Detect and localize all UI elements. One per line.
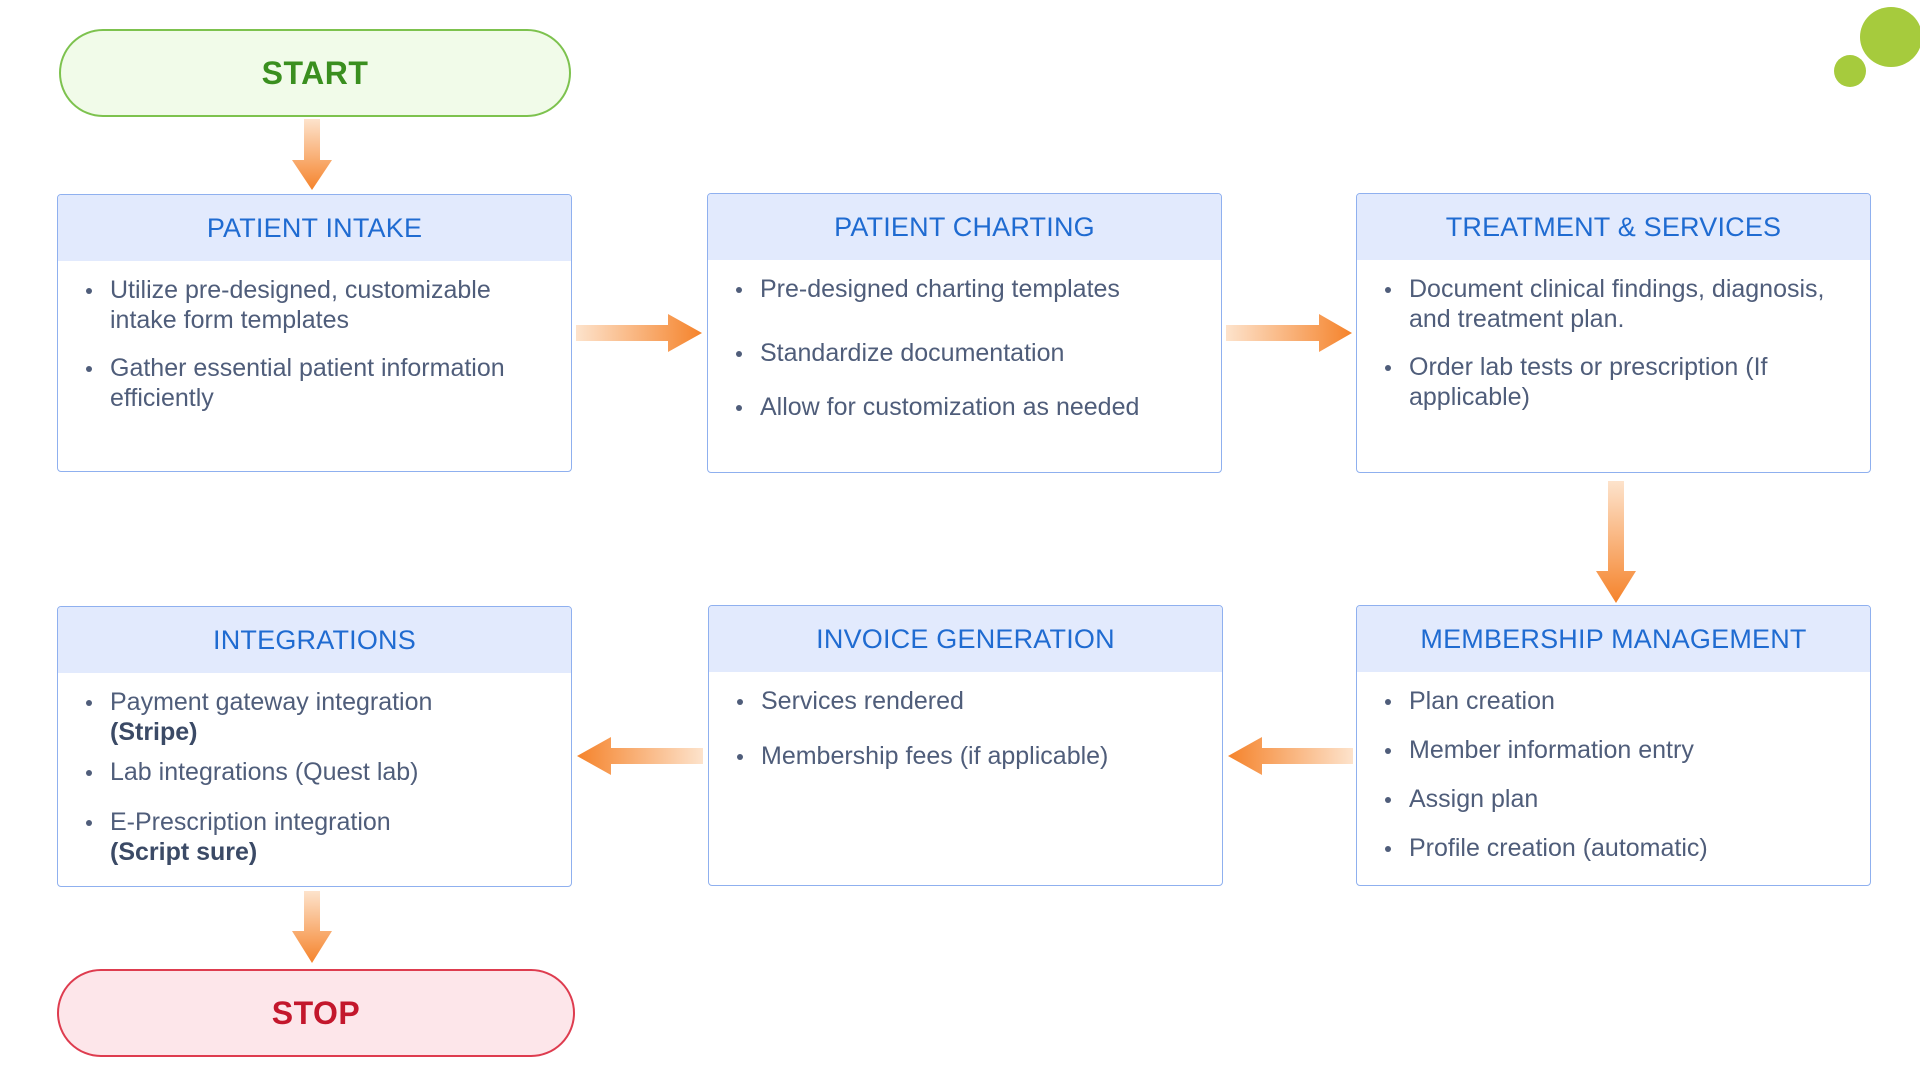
stop-node: STOP — [57, 969, 575, 1057]
arrow-charting-to-treatment — [1226, 314, 1352, 352]
decorative-dot-large — [1860, 7, 1920, 67]
step-item: Member information entry — [1385, 735, 1846, 765]
arrow-intake-to-charting — [576, 314, 702, 352]
step-invoice-generation: INVOICE GENERATION Services rendered Mem… — [708, 605, 1223, 886]
step-treatment-services: TREATMENT & SERVICES Document clinical f… — [1356, 193, 1871, 473]
step-item: Profile creation (automatic) — [1385, 833, 1846, 863]
step-item: Pre-designed charting templates — [736, 274, 1197, 304]
step-item-text: Payment gateway integration — [110, 688, 433, 716]
step-item: Order lab tests or prescription (If appl… — [1385, 352, 1846, 412]
step-item: Lab integrations (Quest lab) — [86, 757, 547, 787]
step-items: Pre-designed charting templates Standard… — [708, 260, 1221, 422]
step-item: Document clinical findings, diagnosis, a… — [1385, 274, 1846, 334]
step-membership-management: MEMBERSHIP MANAGEMENT Plan creation Memb… — [1356, 605, 1871, 886]
step-item: Gather essential patient information eff… — [86, 353, 547, 413]
start-node: START — [59, 29, 571, 117]
step-item-text: Lab integrations (Quest lab) — [110, 758, 419, 786]
step-title: MEMBERSHIP MANAGEMENT — [1357, 606, 1870, 672]
step-item-emphasis: (Script sure) — [110, 838, 258, 866]
step-title: PATIENT INTAKE — [58, 195, 571, 261]
step-items: Plan creation Member information entry A… — [1357, 672, 1870, 863]
step-item-emphasis: (Stripe) — [110, 718, 198, 746]
step-item: Services rendered — [737, 686, 1198, 716]
step-item: Standardize documentation — [736, 338, 1197, 368]
step-items: Services rendered Membership fees (if ap… — [709, 672, 1222, 771]
arrow-invoice-to-integrations — [577, 737, 703, 775]
step-integrations: INTEGRATIONS Payment gateway integration… — [57, 606, 572, 887]
step-title: INVOICE GENERATION — [709, 606, 1222, 672]
step-item: Membership fees (if applicable) — [737, 741, 1198, 771]
step-patient-charting: PATIENT CHARTING Pre-designed charting t… — [707, 193, 1222, 473]
step-items: Payment gateway integration (Stripe) Lab… — [58, 673, 571, 867]
arrow-integrations-to-stop — [292, 891, 332, 963]
decorative-dot-small — [1834, 55, 1866, 87]
step-item: Allow for customization as needed — [736, 392, 1197, 422]
step-title: TREATMENT & SERVICES — [1357, 194, 1870, 260]
step-title: INTEGRATIONS — [58, 607, 571, 673]
arrow-treatment-to-membership — [1596, 481, 1636, 603]
step-item: E-Prescription integration (Script sure) — [86, 807, 547, 867]
step-items: Document clinical findings, diagnosis, a… — [1357, 260, 1870, 412]
arrow-membership-to-invoice — [1228, 737, 1353, 775]
step-patient-intake: PATIENT INTAKE Utilize pre-designed, cus… — [57, 194, 572, 472]
step-item-text: E-Prescription integration — [110, 808, 391, 836]
step-items: Utilize pre-designed, customizable intak… — [58, 261, 571, 413]
step-item: Assign plan — [1385, 784, 1846, 814]
step-item: Utilize pre-designed, customizable intak… — [86, 275, 547, 335]
step-title: PATIENT CHARTING — [708, 194, 1221, 260]
step-item: Payment gateway integration (Stripe) — [86, 687, 547, 747]
step-item: Plan creation — [1385, 686, 1846, 716]
arrow-start-to-intake — [292, 119, 332, 190]
